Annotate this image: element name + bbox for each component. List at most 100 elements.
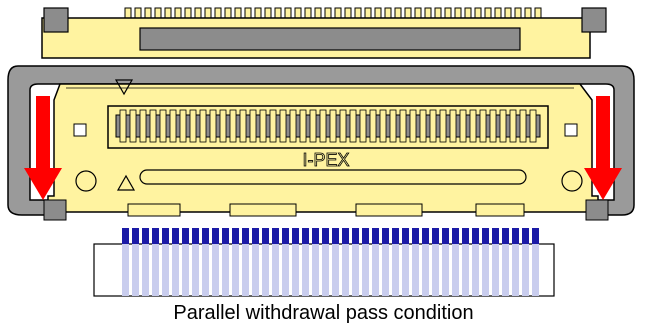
cable-conductor: [452, 244, 459, 296]
cable-contact: [392, 228, 399, 244]
right-foot: [585, 199, 609, 221]
contact-pin: [499, 109, 507, 143]
cable-conductor: [382, 244, 389, 296]
cable-contact: [482, 228, 489, 244]
cable-conductor: [322, 244, 329, 296]
cable-contact: [342, 228, 349, 244]
contact-pin: [259, 109, 267, 143]
right-latch-marker: [564, 123, 578, 137]
contact-pin: [399, 109, 407, 143]
lower-tab-2: [229, 203, 297, 217]
cable-contact: [212, 228, 219, 244]
cable-contact: [402, 228, 409, 244]
cable-contact: [332, 228, 339, 244]
contact-pin: [349, 109, 357, 143]
cable-conductor: [262, 244, 269, 296]
contact-pin: [229, 109, 237, 143]
contact-pin: [129, 109, 137, 143]
cable-conductor: [402, 244, 409, 296]
lower-tab-1: [127, 203, 181, 217]
contact-pin: [199, 109, 207, 143]
triangle-mark-icon: [116, 174, 136, 191]
cable-contact: [292, 228, 299, 244]
cable-conductor: [142, 244, 149, 296]
cable-conductor: [342, 244, 349, 296]
cable-contact: [492, 228, 499, 244]
top-left-cap: [43, 7, 69, 33]
cable-conductor: [472, 244, 479, 296]
cable-contact: [472, 228, 479, 244]
contact-pin: [449, 109, 457, 143]
contact-pin: [429, 109, 437, 143]
cable-conductor: [412, 244, 419, 296]
contact-pin: [359, 109, 367, 143]
contact-pin: [219, 109, 227, 143]
cable-contact: [322, 228, 329, 244]
cable-contact: [252, 228, 259, 244]
cable-contact: [232, 228, 239, 244]
cable-contact: [122, 228, 129, 244]
triangle-mark-top-icon: [114, 79, 134, 96]
cable-contact: [172, 228, 179, 244]
cable-conductor: [522, 244, 529, 296]
cable-contact: [262, 228, 269, 244]
cable-conductor: [492, 244, 499, 296]
contact-pin: [509, 109, 517, 143]
cable-conductors: [122, 228, 539, 296]
contact-pin: [179, 109, 187, 143]
contact-pin: [339, 109, 347, 143]
cable-conductor: [502, 244, 509, 296]
contact-pin: [319, 109, 327, 143]
cable-contact: [422, 228, 429, 244]
cable-contact: [362, 228, 369, 244]
contact-pin: [419, 109, 427, 143]
cable-contact: [452, 228, 459, 244]
contact-pin: [469, 109, 477, 143]
cable-conductor: [512, 244, 519, 296]
cable-contact: [462, 228, 469, 244]
cable-conductor: [202, 244, 209, 296]
contact-pins: [119, 109, 537, 143]
cable-conductor: [282, 244, 289, 296]
cable-conductor: [132, 244, 139, 296]
cable-contact: [302, 228, 309, 244]
brand-mark: I-PEX: [302, 150, 349, 170]
contact-pin: [189, 109, 197, 143]
contact-pin: [529, 109, 537, 143]
cable-conductor: [222, 244, 229, 296]
contact-pin: [519, 109, 527, 143]
top-right-cap: [581, 7, 607, 33]
contact-pin: [369, 109, 377, 143]
left-withdrawal-arrow-icon: [24, 96, 62, 200]
right-withdrawal-arrow-icon: [584, 96, 622, 200]
top-housing-channel: [139, 27, 521, 51]
cable-conductor: [532, 244, 539, 296]
contact-pin: [379, 109, 387, 143]
cable-conductor: [442, 244, 449, 296]
contact-pin: [279, 109, 287, 143]
gray-shell: [7, 65, 635, 216]
cable-contact: [182, 228, 189, 244]
contact-pin: [439, 109, 447, 143]
cable-conductor: [362, 244, 369, 296]
cable-contact: [162, 228, 169, 244]
contact-pin: [119, 109, 127, 143]
right-boss: [561, 170, 583, 192]
cable-conductor: [312, 244, 319, 296]
cable-conductor: [372, 244, 379, 296]
cable-contact: [412, 228, 419, 244]
cable-contact: [432, 228, 439, 244]
cable-conductor: [252, 244, 259, 296]
lower-tab-4: [475, 203, 525, 217]
contact-pin: [209, 109, 217, 143]
cable-conductor: [482, 244, 489, 296]
cable-contact: [382, 228, 389, 244]
cable-conductor: [212, 244, 219, 296]
cable-contact: [532, 228, 539, 244]
cable-conductor: [432, 244, 439, 296]
cable-contact: [142, 228, 149, 244]
cable-conductor: [272, 244, 279, 296]
cable-conductor: [162, 244, 169, 296]
contact-pin: [269, 109, 277, 143]
